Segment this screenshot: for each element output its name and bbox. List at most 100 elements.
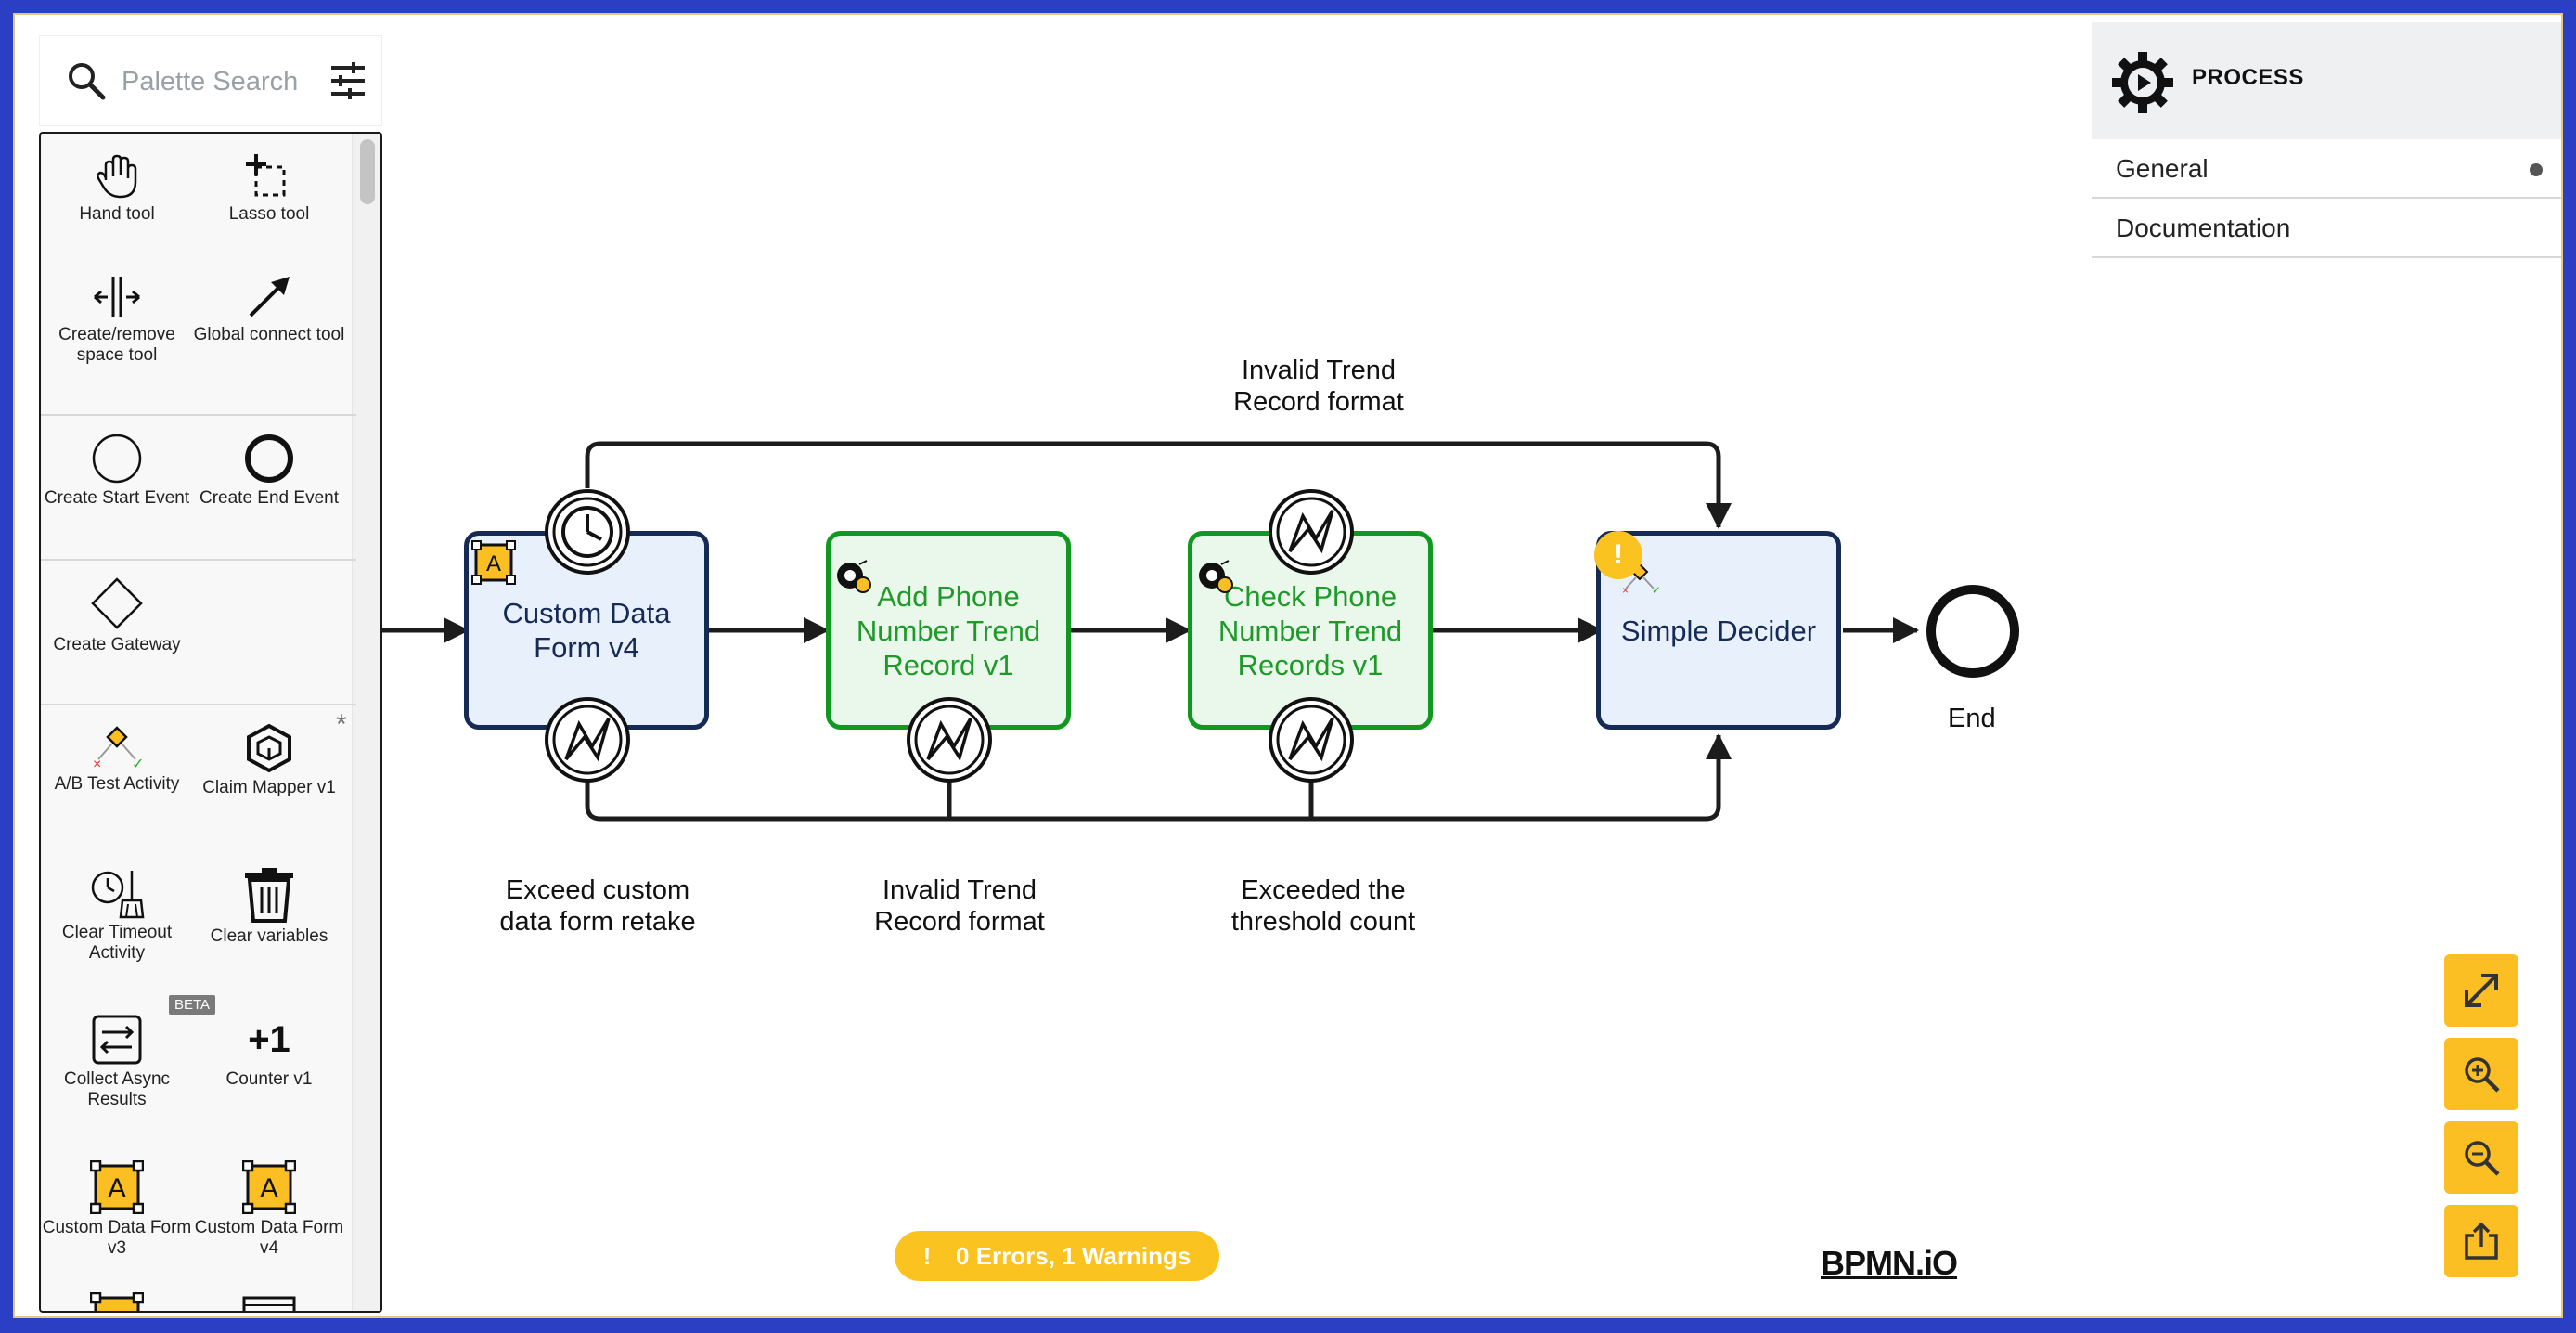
palette-ab-test[interactable]: × ✓ A/B Test Activity <box>41 722 193 795</box>
palette-item-label: Counter v1 <box>225 1069 313 1089</box>
zoom-in-icon <box>2465 1057 2500 1093</box>
palette-separator <box>41 414 356 416</box>
palette-scroll-thumb[interactable] <box>360 139 375 204</box>
palette-item-label: Global connect tool <box>193 325 345 344</box>
custom-form-icon: A <box>90 1160 144 1214</box>
palette-clear-variables[interactable]: Clear variables <box>193 867 345 947</box>
flow-invalid-format-top <box>585 441 1732 529</box>
timer-boundary-icon[interactable] <box>544 488 631 576</box>
claim-mapper-icon <box>247 723 291 773</box>
group-data-dot-icon <box>2530 163 2543 176</box>
palette-search-box <box>39 35 382 126</box>
expand-icon <box>2465 974 2498 1007</box>
process-gear-icon <box>2112 52 2173 113</box>
palette-item-label: Hand tool <box>79 204 155 224</box>
palette-item-label: Collect Async Results <box>63 1069 171 1109</box>
bpmn-io-logo[interactable]: BPMN.iO <box>1821 1244 1958 1282</box>
collect-async-icon <box>92 1015 142 1065</box>
task-add-phone-trend[interactable]: Add Phone Number Trend Record v1 <box>826 531 1071 730</box>
linting-status-text: 0 Errors, 1 Warnings <box>956 1241 1191 1270</box>
custom-form-glyph: A <box>486 551 501 576</box>
linting-status-badge[interactable]: ! 0 Errors, 1 Warnings <box>895 1231 1219 1281</box>
palette-lasso-tool[interactable]: Lasso tool <box>193 152 345 225</box>
clear-timeout-icon <box>91 871 145 919</box>
zoom-in-button[interactable] <box>2444 1038 2518 1110</box>
beta-badge: BETA <box>169 995 216 1015</box>
palette-create-end-event[interactable]: Create End Event <box>193 433 345 509</box>
palette-item-label: Create Gateway <box>53 635 181 654</box>
gateway-icon <box>91 577 143 629</box>
end-event-label: End <box>1948 704 1996 733</box>
diagram-canvas[interactable]: Invalid Trend Record format Custom Data … <box>15 15 2561 1316</box>
palette-item-label: Custom Data Form v3 <box>42 1218 192 1258</box>
warning-icon: ! <box>922 1241 932 1270</box>
palette-search-input[interactable] <box>120 57 318 107</box>
palette-custom-form-v4[interactable]: A Custom Data Form v4 <box>193 1160 345 1259</box>
end-event[interactable] <box>1926 585 2019 678</box>
custom-form-icon: A <box>242 1160 296 1214</box>
palette-collect-async[interactable]: Collect Async Results <box>41 1014 193 1110</box>
palette-item-label: Lasso tool <box>228 204 310 224</box>
error-boundary-icon[interactable] <box>1268 696 1355 783</box>
form-icon <box>242 1296 296 1311</box>
palette-claim-mapper[interactable]: Claim Mapper v1 <box>193 722 345 798</box>
group-documentation[interactable]: Documentation <box>2092 201 2561 258</box>
connect-arrow-icon <box>249 277 290 317</box>
task-check-phone-trend[interactable]: Check Phone Number Trend Records v1 <box>1188 531 1433 730</box>
filter-sliders-icon[interactable] <box>328 60 368 101</box>
space-tool-icon <box>94 277 140 317</box>
palette-create-gateway[interactable]: Create Gateway <box>41 576 193 655</box>
flow-label-exceed-retake: Exceed custom data form retake <box>499 875 696 937</box>
group-general[interactable]: General <box>2092 141 2561 199</box>
ab-test-icon: × ✓ <box>1622 563 1661 596</box>
lasso-icon <box>246 154 286 197</box>
zoom-out-icon <box>2465 1141 2500 1176</box>
custom-form-icon <box>90 1292 144 1311</box>
share-export-icon <box>2465 1222 2498 1260</box>
palette-clear-timeout[interactable]: Clear Timeout Activity <box>41 867 193 964</box>
palette-create-start-event[interactable]: Create Start Event <box>41 433 193 509</box>
app-frame: Invalid Trend Record format Custom Data … <box>13 13 2563 1318</box>
service-task-icon <box>837 560 871 593</box>
palette-separator <box>41 704 356 705</box>
svg-text:×: × <box>93 757 101 770</box>
flow-exceed-retake <box>585 733 1732 822</box>
properties-header: PROCESS <box>2092 22 2561 139</box>
custom-form-glyph: A <box>260 1173 278 1204</box>
start-event-icon <box>92 434 142 484</box>
palette-counter[interactable]: +1 Counter v1 <box>193 1014 345 1090</box>
connections-layer <box>382 441 1919 822</box>
experimental-star-icon: * <box>336 709 347 740</box>
zoom-out-button[interactable] <box>2444 1121 2518 1194</box>
palette-hand-tool[interactable]: Hand tool <box>41 152 193 225</box>
palette-custom-form-v3[interactable]: A Custom Data Form v3 <box>41 1160 193 1259</box>
task-label: Add Phone Number Trend Record v1 <box>856 579 1041 681</box>
palette-space-tool[interactable]: Create/remove space tool <box>41 273 193 366</box>
counter-icon: +1 <box>248 1019 290 1060</box>
flow-label-invalid-format: Invalid Trend Record format <box>874 875 1045 937</box>
palette-item-label: Create Start Event <box>44 488 190 508</box>
warning-icon[interactable]: ! <box>1594 531 1642 579</box>
custom-form-glyph: A <box>108 1173 126 1204</box>
custom-form-icon: A <box>471 540 516 585</box>
group-label: Documentation <box>2116 214 2291 242</box>
palette-item-label: Create/remove space tool <box>58 325 175 365</box>
palette-item-label: Create End Event <box>200 488 339 508</box>
end-event-icon <box>245 434 293 483</box>
palette-scrollbar[interactable] <box>352 134 380 1311</box>
flow-label-top: Invalid Trend Record format <box>1233 356 1404 417</box>
palette[interactable]: Hand tool Lasso tool Create/remove space… <box>39 132 382 1313</box>
flow-label-exceeded-threshold: Exceeded the threshold count <box>1230 875 1416 937</box>
fit-viewport-button[interactable] <box>2444 954 2518 1027</box>
error-boundary-icon[interactable] <box>906 696 993 783</box>
error-boundary-icon[interactable] <box>1268 488 1355 576</box>
properties-title: PROCESS <box>2192 65 2304 90</box>
palette-item-label: Clear variables <box>210 926 328 946</box>
error-boundary-icon[interactable] <box>544 696 631 783</box>
palette-item-label: Claim Mapper v1 <box>202 778 336 797</box>
task-label: Custom Data Form v4 <box>502 597 671 664</box>
palette-global-connect[interactable]: Global connect tool <box>193 273 345 345</box>
palette-item-label: A/B Test Activity <box>54 774 180 794</box>
svg-text:×: × <box>1622 584 1629 596</box>
export-button[interactable] <box>2444 1205 2518 1277</box>
